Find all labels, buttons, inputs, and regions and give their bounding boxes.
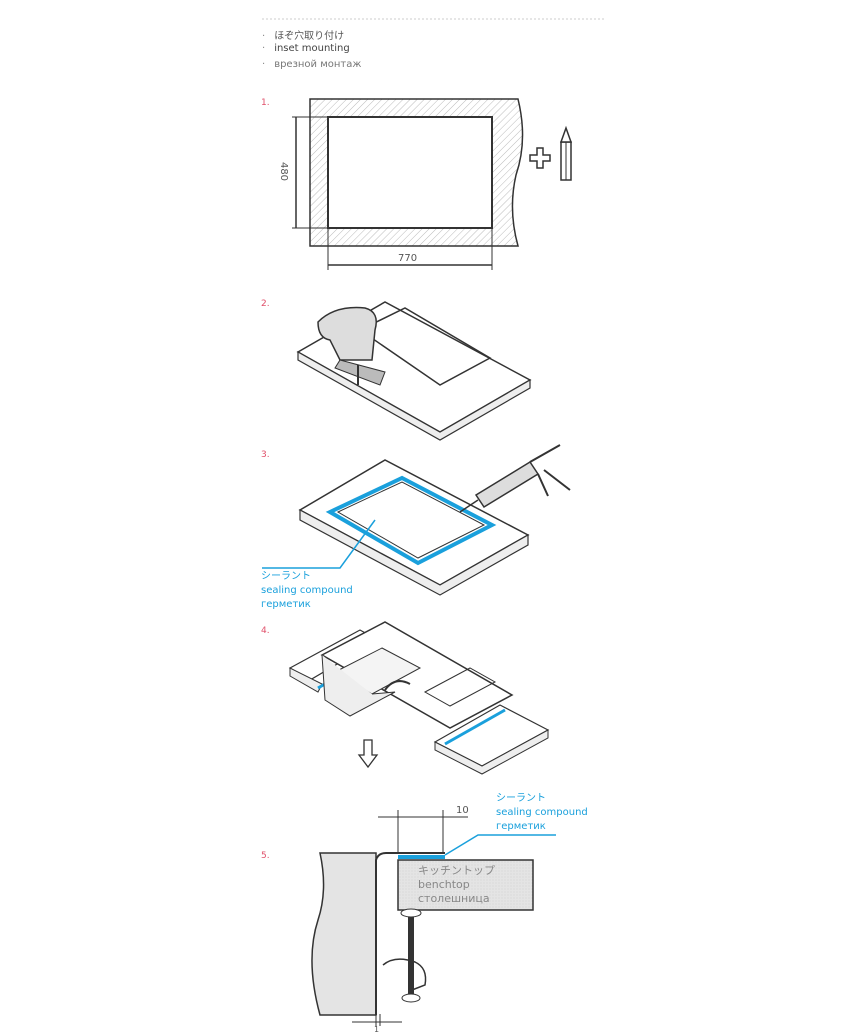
sealant-label-step5: シーラント sealing compound герметик [496, 792, 588, 834]
step5-cross-section [311, 810, 556, 1026]
step-number-1: 1. [261, 98, 270, 108]
sealant-label-en: sealing compound [496, 807, 588, 818]
sealant-label-ru: герметик [496, 821, 546, 832]
bullet-english: ·inset mounting [262, 43, 350, 54]
step3-sealant-application [262, 444, 571, 596]
width-dimension: 770 [398, 253, 418, 264]
step4-sink-placement [288, 621, 550, 775]
bullet-text: ほぞ穴取り付け [274, 31, 345, 42]
arrow-down-icon [357, 739, 379, 769]
sealant-label-ja: シーラント [261, 571, 311, 582]
bullet-japanese: ·ほぞ穴取り付け [262, 31, 345, 42]
sealant-label-ja: シーラント [496, 793, 546, 804]
bullet-russian: ·врезной монтаж [262, 59, 362, 70]
step-number-5: 5. [261, 851, 270, 861]
jigsaw-icon [317, 306, 386, 386]
step2-benchtop-cutting [296, 301, 532, 441]
benchtop-label-en: benchtop [418, 878, 470, 891]
sealant-label-step3: シーラント sealing compound герметик [261, 570, 353, 612]
benchtop-label-ja: キッチントップ [418, 864, 495, 877]
step-number-2: 2. [261, 299, 270, 309]
sealant-label-ru: герметик [261, 599, 311, 610]
benchtop-label: キッチントップ benchtop столешница [418, 864, 495, 906]
benchtop-label-ru: столешница [418, 892, 490, 905]
caulking-gun-icon [459, 444, 571, 513]
gap-dimension: 10 [456, 805, 469, 816]
step-number-4: 4. [261, 626, 270, 636]
plus-icon [529, 147, 551, 169]
pencil-icon [559, 125, 573, 181]
sealant-label-en: sealing compound [261, 585, 353, 596]
bullet-text: inset mounting [274, 43, 350, 54]
bullet-text: врезной монтаж [274, 59, 362, 70]
height-dimension: 480 [278, 161, 290, 182]
step1-cutout-drawing [292, 98, 524, 270]
thickness-dimension: 1 [374, 1025, 380, 1034]
step-number-3: 3. [261, 450, 270, 460]
